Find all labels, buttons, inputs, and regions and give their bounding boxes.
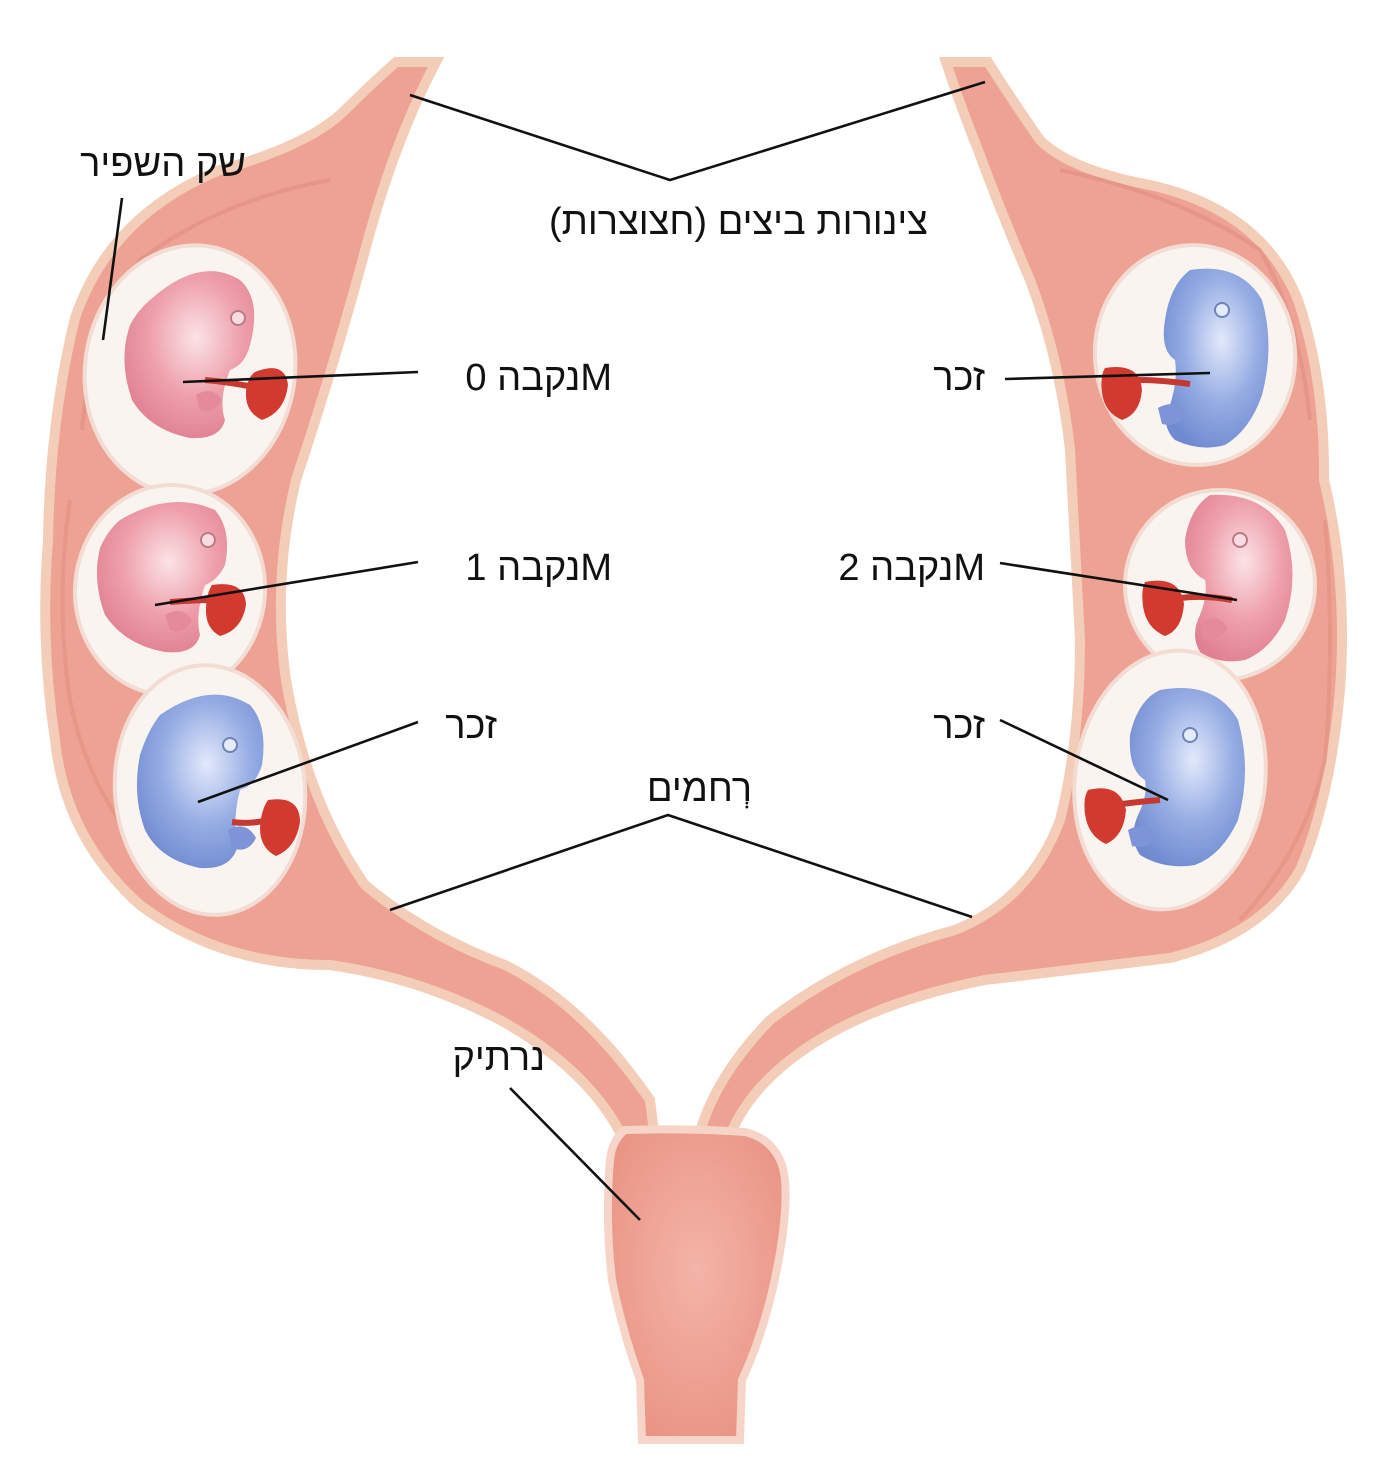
- placenta: [205, 584, 246, 636]
- placenta: [245, 368, 288, 420]
- label-oviducts: צינורות ביצים (חצוצרות): [549, 201, 928, 243]
- placenta: [260, 799, 300, 856]
- label-amniotic-sac: שק השפיר: [80, 143, 246, 185]
- leader-amniotic-sac: [101, 197, 124, 341]
- placenta: [1142, 580, 1184, 636]
- label-uterus: רְחמים: [647, 768, 752, 810]
- leader-female-1m: [154, 560, 419, 607]
- label-male-left-bottom: זכר: [445, 705, 497, 747]
- fetus-right-1-male: [1101, 268, 1269, 448]
- placenta: [1101, 366, 1142, 420]
- leader-male-left: [197, 720, 419, 804]
- label-male-right-bottom: זכר: [933, 705, 985, 747]
- label-female-2m: נקבה 2M: [838, 547, 985, 589]
- leader-female-0m: [182, 370, 419, 384]
- vagina-body: [603, 1125, 790, 1444]
- fetus-right-3-male: [1084, 688, 1245, 867]
- leader-uterus: [389, 813, 973, 919]
- vagina: [603, 1125, 790, 1444]
- fetus-left-1-female: [124, 271, 288, 439]
- leader-oviducts: [409, 80, 986, 182]
- label-female-0m: נקבה 0M: [465, 357, 612, 399]
- leader-male-right-top: [1004, 371, 1211, 381]
- placenta: [1084, 788, 1126, 844]
- leader-female-2m: [999, 561, 1238, 602]
- fetus-left-3-male: [136, 694, 300, 869]
- leader-vagina: [509, 1087, 641, 1221]
- umbilical-cord: [1137, 377, 1191, 387]
- label-male-right-top: זכר: [933, 357, 985, 399]
- label-vagina: נרתיק: [453, 1037, 546, 1079]
- leader-male-right-bottom: [999, 718, 1169, 802]
- label-female-1m: נקבה 1M: [465, 547, 612, 589]
- labels: צינורות ביצים (חצוצרות) שק השפיר נקבה 0M…: [80, 143, 985, 1079]
- leader-lines: [101, 80, 1238, 1221]
- fetus-right-2-female: [1142, 494, 1293, 662]
